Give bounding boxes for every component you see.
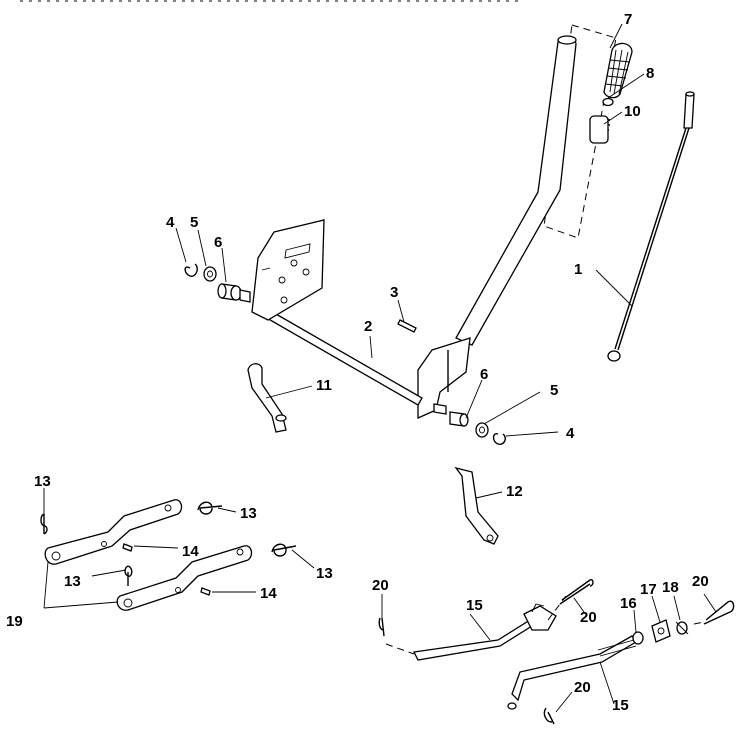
callout-19: 19 — [6, 613, 23, 630]
callout-20-d: 20 — [574, 679, 591, 696]
spring — [589, 115, 611, 144]
callout-10: 10 — [624, 103, 641, 120]
callout-1: 1 — [574, 261, 582, 278]
washer-right — [475, 422, 489, 438]
trunnion — [651, 619, 671, 643]
callout-14-upper: 14 — [182, 543, 199, 560]
callout-15-lower: 15 — [612, 697, 629, 714]
callout-3: 3 — [390, 284, 398, 301]
bushing-right — [433, 403, 469, 427]
callout-13-a: 13 — [34, 473, 51, 490]
lift-lever-rod — [607, 91, 695, 362]
assembly-guide-right — [693, 621, 705, 625]
callout-15-upper: 15 — [466, 597, 483, 614]
assembly-guide-upper — [385, 643, 415, 655]
spring-pin-lower — [200, 587, 211, 596]
cotter-a — [378, 617, 385, 637]
cotter-b — [559, 578, 594, 605]
retainer-right — [492, 433, 506, 446]
nut-18 — [675, 621, 689, 635]
clip-c — [197, 501, 223, 515]
retainer-left — [184, 263, 198, 277]
callout-11: 11 — [316, 377, 332, 394]
callout-8: 8 — [646, 65, 654, 82]
right-link — [454, 466, 499, 545]
cotter-c — [703, 600, 735, 625]
callout-12: 12 — [506, 483, 523, 500]
callout-16: 16 — [620, 595, 637, 612]
clip-b — [124, 565, 133, 586]
callout-4-left: 4 — [166, 214, 175, 231]
callout-13-d: 13 — [316, 565, 333, 582]
clip-d — [271, 543, 297, 557]
callout-5-right: 5 — [550, 382, 558, 399]
leader-lines — [43, 23, 717, 713]
cotter-d — [543, 707, 555, 725]
callout-labels: 1 2 3 4 4 5 5 6 6 7 8 10 11 12 13 13 13 … — [6, 11, 709, 714]
rod-upper — [413, 603, 557, 661]
callout-20-b: 20 — [580, 609, 597, 626]
spring-pin-upper — [122, 543, 133, 552]
bushing-left — [217, 283, 251, 303]
callout-14-lower: 14 — [260, 585, 277, 602]
callout-6-right: 6 — [480, 366, 488, 383]
pin — [397, 319, 417, 333]
washer-16 — [632, 631, 644, 645]
callout-20-c: 20 — [692, 573, 709, 590]
callout-20-a: 20 — [372, 577, 389, 594]
callout-6-left: 6 — [214, 234, 222, 251]
grip — [603, 42, 633, 99]
clip-a — [40, 513, 48, 535]
lift-link-upper — [44, 499, 183, 565]
lift-link-lower — [116, 545, 253, 611]
button — [602, 97, 614, 107]
callout-2: 2 — [364, 318, 372, 335]
callout-4-right: 4 — [566, 425, 575, 442]
mount-bracket — [251, 219, 325, 321]
callout-18: 18 — [662, 579, 679, 596]
lift-shaft — [255, 304, 423, 406]
callout-7: 7 — [624, 11, 632, 28]
callout-5-left: 5 — [190, 214, 198, 231]
assembly-guide-cotter — [547, 595, 567, 621]
washer-left — [203, 266, 217, 282]
callout-13-b: 13 — [64, 573, 81, 590]
lift-lever — [417, 35, 577, 420]
callout-13-c: 13 — [240, 505, 257, 522]
callout-17: 17 — [640, 581, 657, 598]
